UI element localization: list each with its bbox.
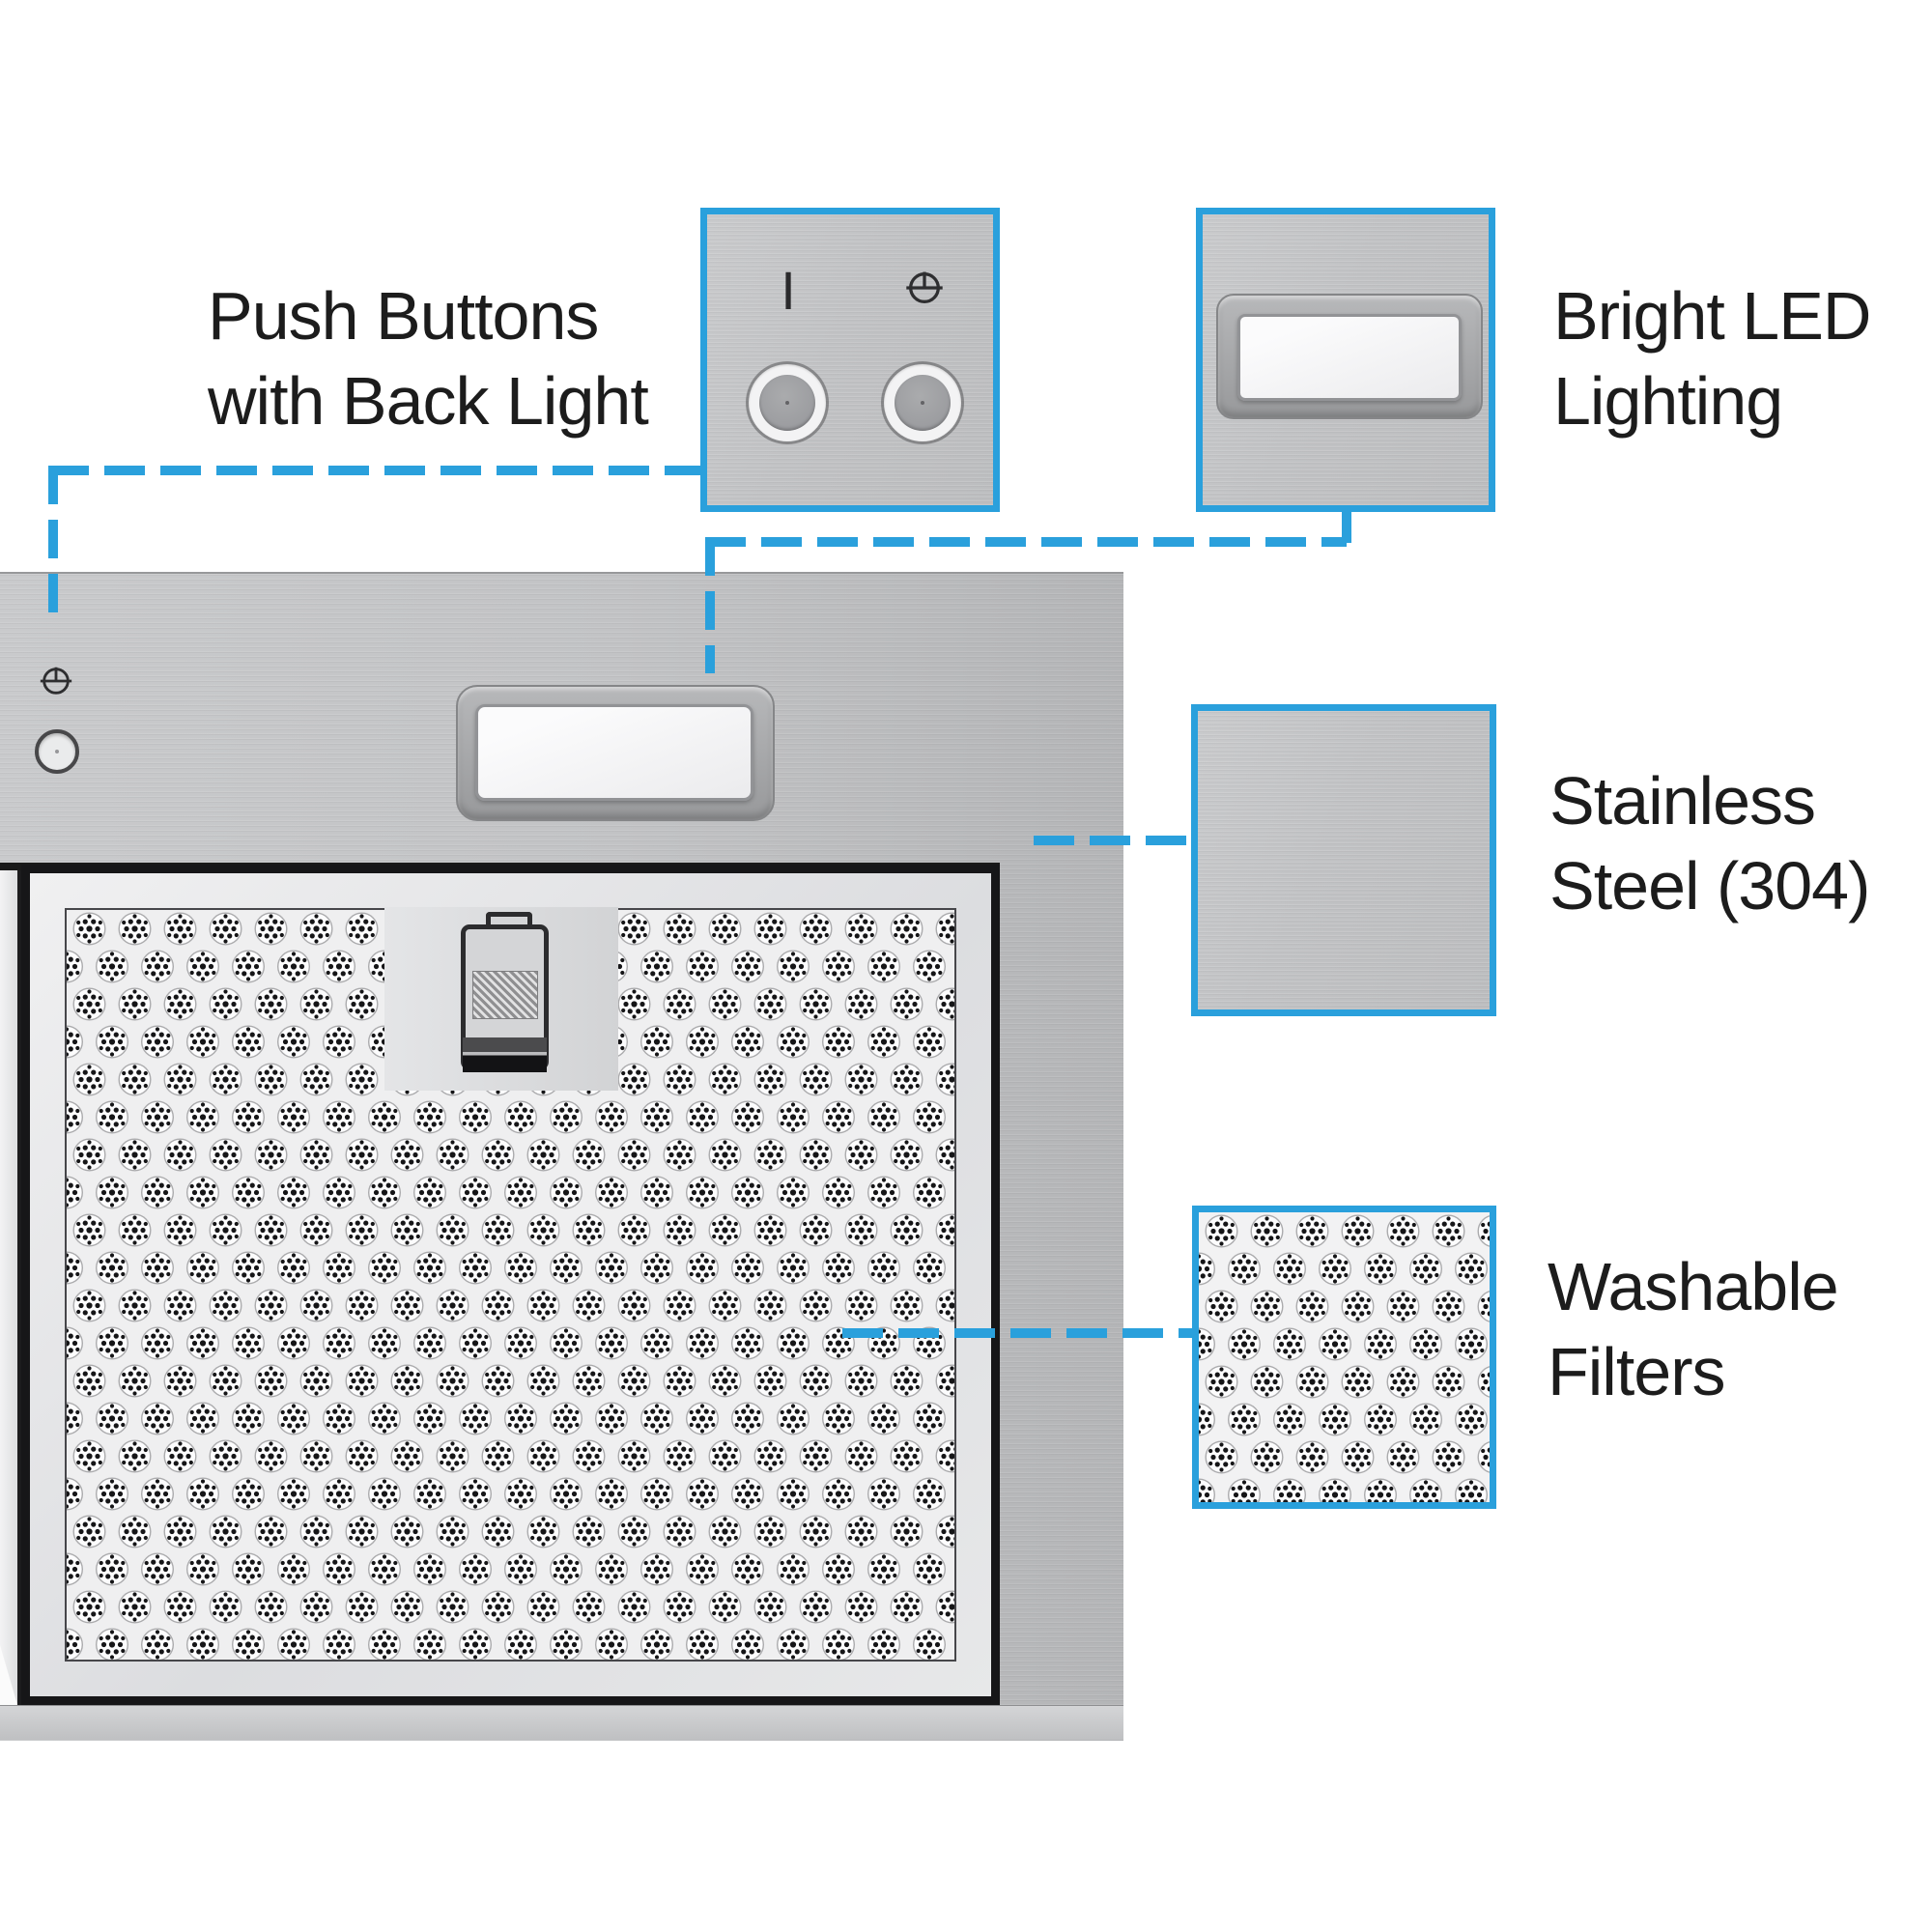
label-line: Steel (304) [1549,848,1870,923]
label-line: Washable [1548,1249,1839,1324]
connector-steel [1034,836,1191,845]
fan-speed-icon: I [781,260,796,321]
label-line: Lighting [1553,363,1783,439]
connector-led-h [705,537,1347,547]
left-filter-edge [0,870,22,1705]
push-button-light [884,364,961,441]
label-steel: Stainless Steel (304) [1549,758,1932,928]
hood-light-symbol-icon [40,667,72,695]
hood-bottom-rim [0,1705,1123,1740]
connector-push-buttons-v [48,466,58,628]
filter-clip-latch-bar [463,1037,547,1072]
label-line: Filters [1548,1334,1726,1409]
connector-led-v [705,537,715,673]
label-line: Stainless [1549,763,1816,838]
push-button-face [895,375,951,431]
stainless-steel-inset [1191,704,1496,1016]
label-line: with Back Light [208,363,649,439]
push-button-face [759,375,815,431]
hood-light-button [35,729,79,774]
label-filters: Washable Filters [1548,1244,1932,1414]
light-symbol-icon [906,271,943,303]
label-line: Push Buttons [208,278,599,354]
push-buttons-inset: I [700,208,1000,512]
push-button-speed [749,364,826,441]
filter-mesh-pattern [1199,1212,1490,1502]
label-line: Bright LED [1553,278,1871,354]
label-push-buttons: Push Buttons with Back Light [208,273,729,443]
washable-filter-inset [1192,1206,1496,1509]
label-led: Bright LED Lighting [1553,273,1932,443]
led-lamp-lens [1237,314,1462,401]
connector-filters [842,1328,1194,1338]
filter-clip-grip [472,971,538,1019]
led-lighting-inset [1196,208,1495,512]
connector-led-stub [1342,509,1351,543]
hood-led-lamp-lens [475,704,753,801]
connector-push-buttons-h [48,466,700,475]
